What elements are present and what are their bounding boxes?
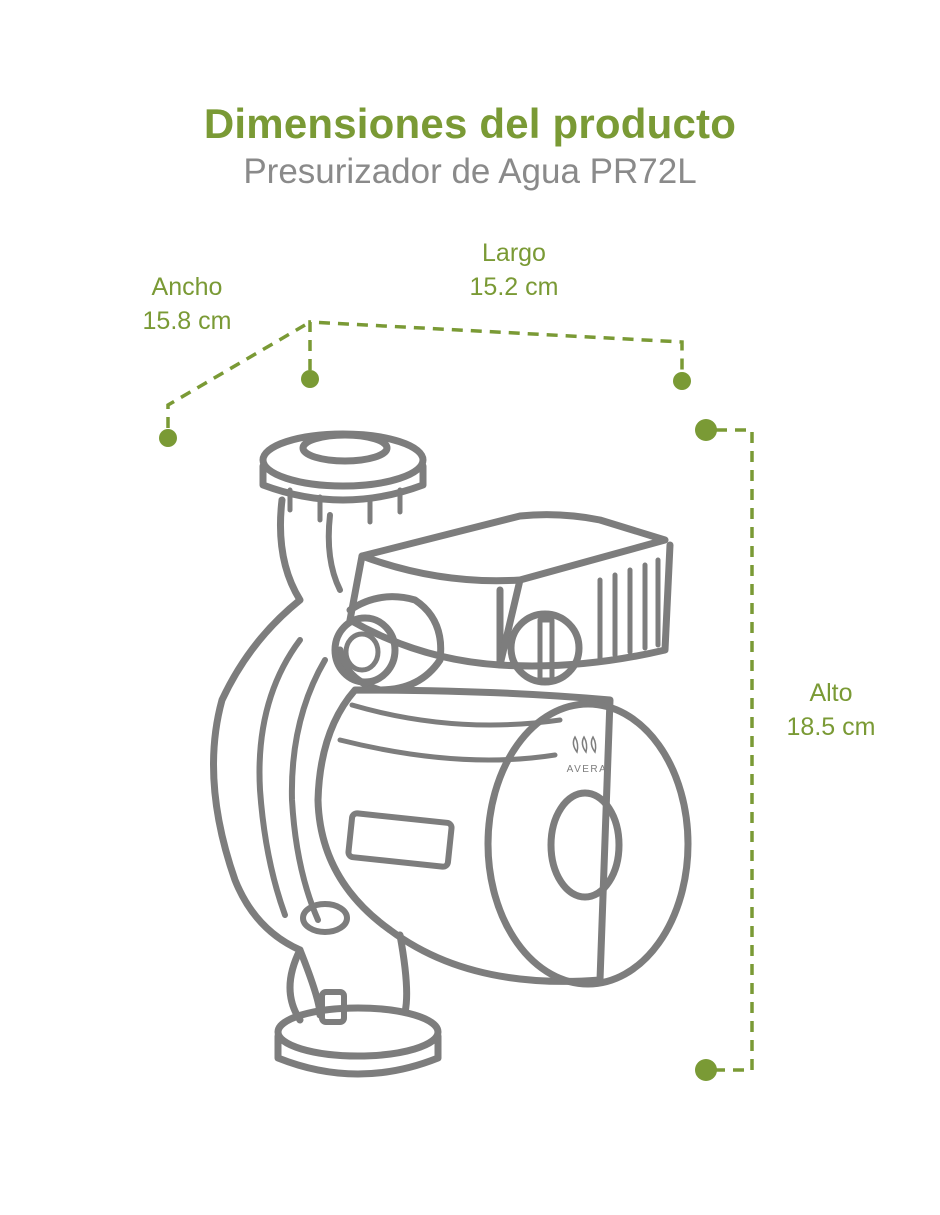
alto-dimension-line [716, 428, 754, 1072]
ancho-endpoint-dot [159, 429, 177, 447]
dimension-value-alto: 18.5 cm [786, 713, 876, 741]
control-box-front [346, 552, 504, 669]
dimension-endpoints [159, 370, 717, 1081]
brand-name: AVERA [567, 764, 608, 775]
pump-pipe-rib-1 [256, 637, 303, 918]
largo-endpoint-dot-left [301, 370, 319, 388]
top-flange-opening [299, 431, 391, 465]
largo-endpoint-dot-right [673, 372, 691, 390]
motor-label-plate [345, 810, 455, 870]
dimension-value-largo: 15.2 cm [469, 273, 559, 301]
alto-endpoint-dot-bottom [695, 1059, 717, 1081]
motor-housing [314, 686, 614, 985]
bottom-bolt [319, 989, 347, 1025]
dimension-label-largo: Largo 15.2 cm [434, 236, 594, 304]
control-box-side [496, 541, 674, 670]
dimension-label-ancho: Ancho 15.8 cm [107, 270, 267, 338]
dimension-label-alto: Alto 18.5 cm [751, 676, 911, 744]
control-box-fins [597, 557, 661, 663]
control-box-top [358, 511, 669, 585]
adjust-knob [507, 610, 583, 686]
motor-end-cap [484, 700, 692, 988]
pump-illustration [210, 430, 692, 1078]
motor-end-cap-center [547, 789, 623, 901]
alto-endpoint-dot-top [695, 419, 717, 441]
bottom-flange-ring [274, 1004, 442, 1060]
dimension-name-largo: Largo [482, 239, 546, 267]
top-flange-rim [259, 462, 427, 504]
page-title: Dimensiones del producto [203, 100, 737, 147]
largo-dimension-line [308, 320, 684, 372]
page-subtitle: Presurizador de Agua PR72L [243, 152, 697, 191]
bottom-flange-rim [274, 1032, 442, 1078]
dimension-value-ancho: 15.8 cm [142, 307, 232, 335]
bottom-flange-body [296, 931, 411, 1019]
cable-gland-hole [343, 631, 381, 673]
dimension-name-ancho: Ancho [151, 273, 223, 301]
pump-pipe-inner [325, 512, 343, 593]
pump-pipe-rib-2 [288, 657, 328, 923]
bypass-loop [300, 901, 350, 935]
top-flange-ribs [287, 487, 403, 525]
cable-gland-nut [331, 614, 399, 686]
adjust-knob-slot [537, 617, 555, 683]
drops-logo-icon [572, 735, 597, 754]
ancho-dimension-line [166, 323, 306, 428]
dimension-lines [166, 320, 754, 1072]
dimension-name-alto: Alto [809, 679, 853, 707]
